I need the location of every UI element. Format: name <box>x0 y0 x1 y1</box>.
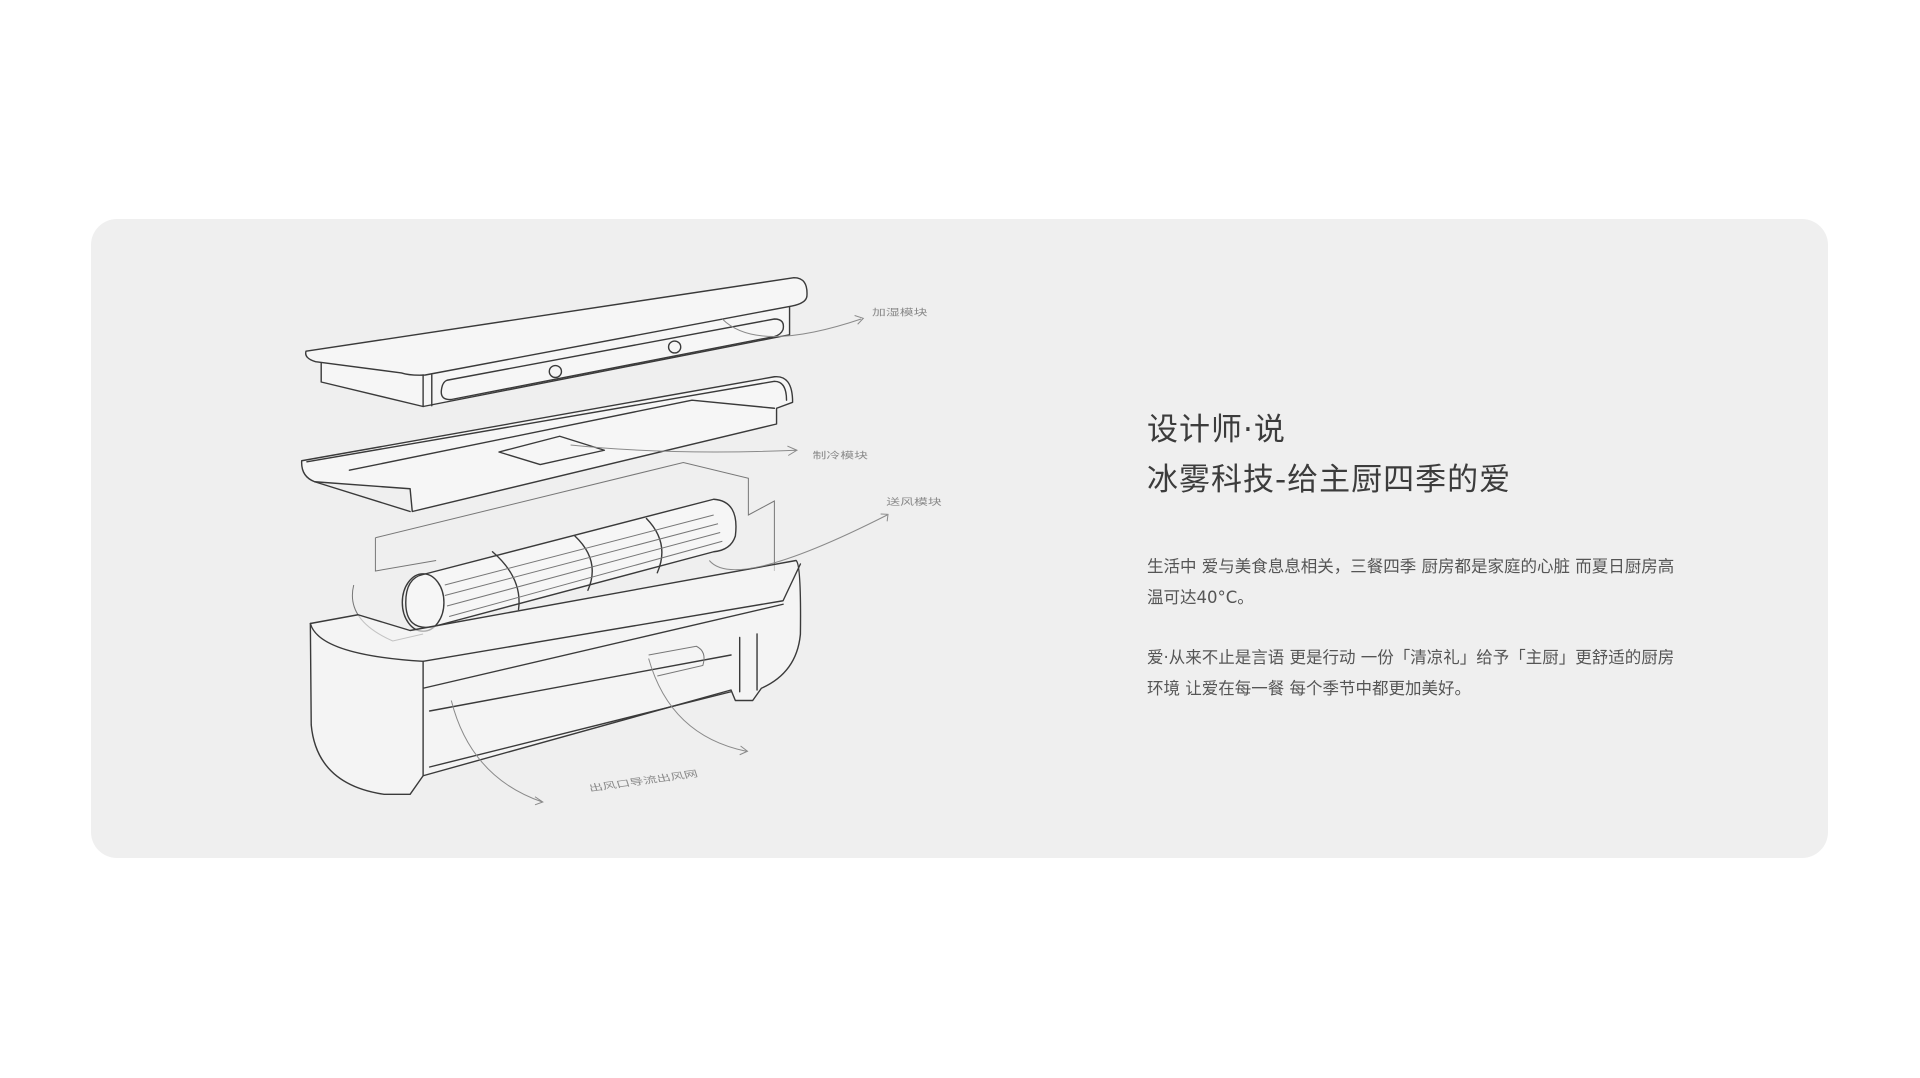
designer-notes: 设计师·说 冰雾科技-给主厨四季的爱 生活中 爱与美食息息相关，三餐四季 厨房都… <box>1147 405 1767 704</box>
paragraph-2: 爱·从来不止是言语 更是行动 一份「清凉礼」给予「主厨」更舒适的厨房 环境 让爱… <box>1147 642 1767 704</box>
paragraph-1: 生活中 爱与美食息息相关，三餐四季 厨房都是家庭的心脏 而夏日厨房高 温可达40… <box>1147 551 1767 613</box>
label-cooling-module: 制冷模块 <box>813 450 869 461</box>
outlet-module-drawing <box>310 561 800 795</box>
section-title: 设计师·说 冰雾科技-给主厨四季的爱 <box>1147 405 1767 505</box>
paragraph-2-line-2: 环境 让爱在每一餐 每个季节中都更加美好。 <box>1147 679 1471 698</box>
paragraph-1-line-2: 温可达40°C。 <box>1147 588 1254 607</box>
title-line-1: 设计师·说 <box>1147 412 1286 448</box>
exploded-product-sketch: 加湿模块 制冷模块 送风模块 出风口导流出风网 <box>280 270 942 830</box>
humidify-module-drawing <box>306 278 807 407</box>
label-outlet-grille: 出风口导流出风网 <box>587 768 699 794</box>
label-airflow-module: 送风模块 <box>886 497 942 508</box>
title-line-2: 冰雾科技-给主厨四季的爱 <box>1147 462 1512 498</box>
cooling-module-drawing <box>302 377 793 512</box>
label-humidify-module: 加湿模块 <box>872 307 928 318</box>
paragraph-2-line-1: 爱·从来不止是言语 更是行动 一份「清凉礼」给予「主厨」更舒适的厨房 <box>1147 648 1675 667</box>
paragraph-1-line-1: 生活中 爱与美食息息相关，三餐四季 厨房都是家庭的心脏 而夏日厨房高 <box>1147 557 1675 576</box>
